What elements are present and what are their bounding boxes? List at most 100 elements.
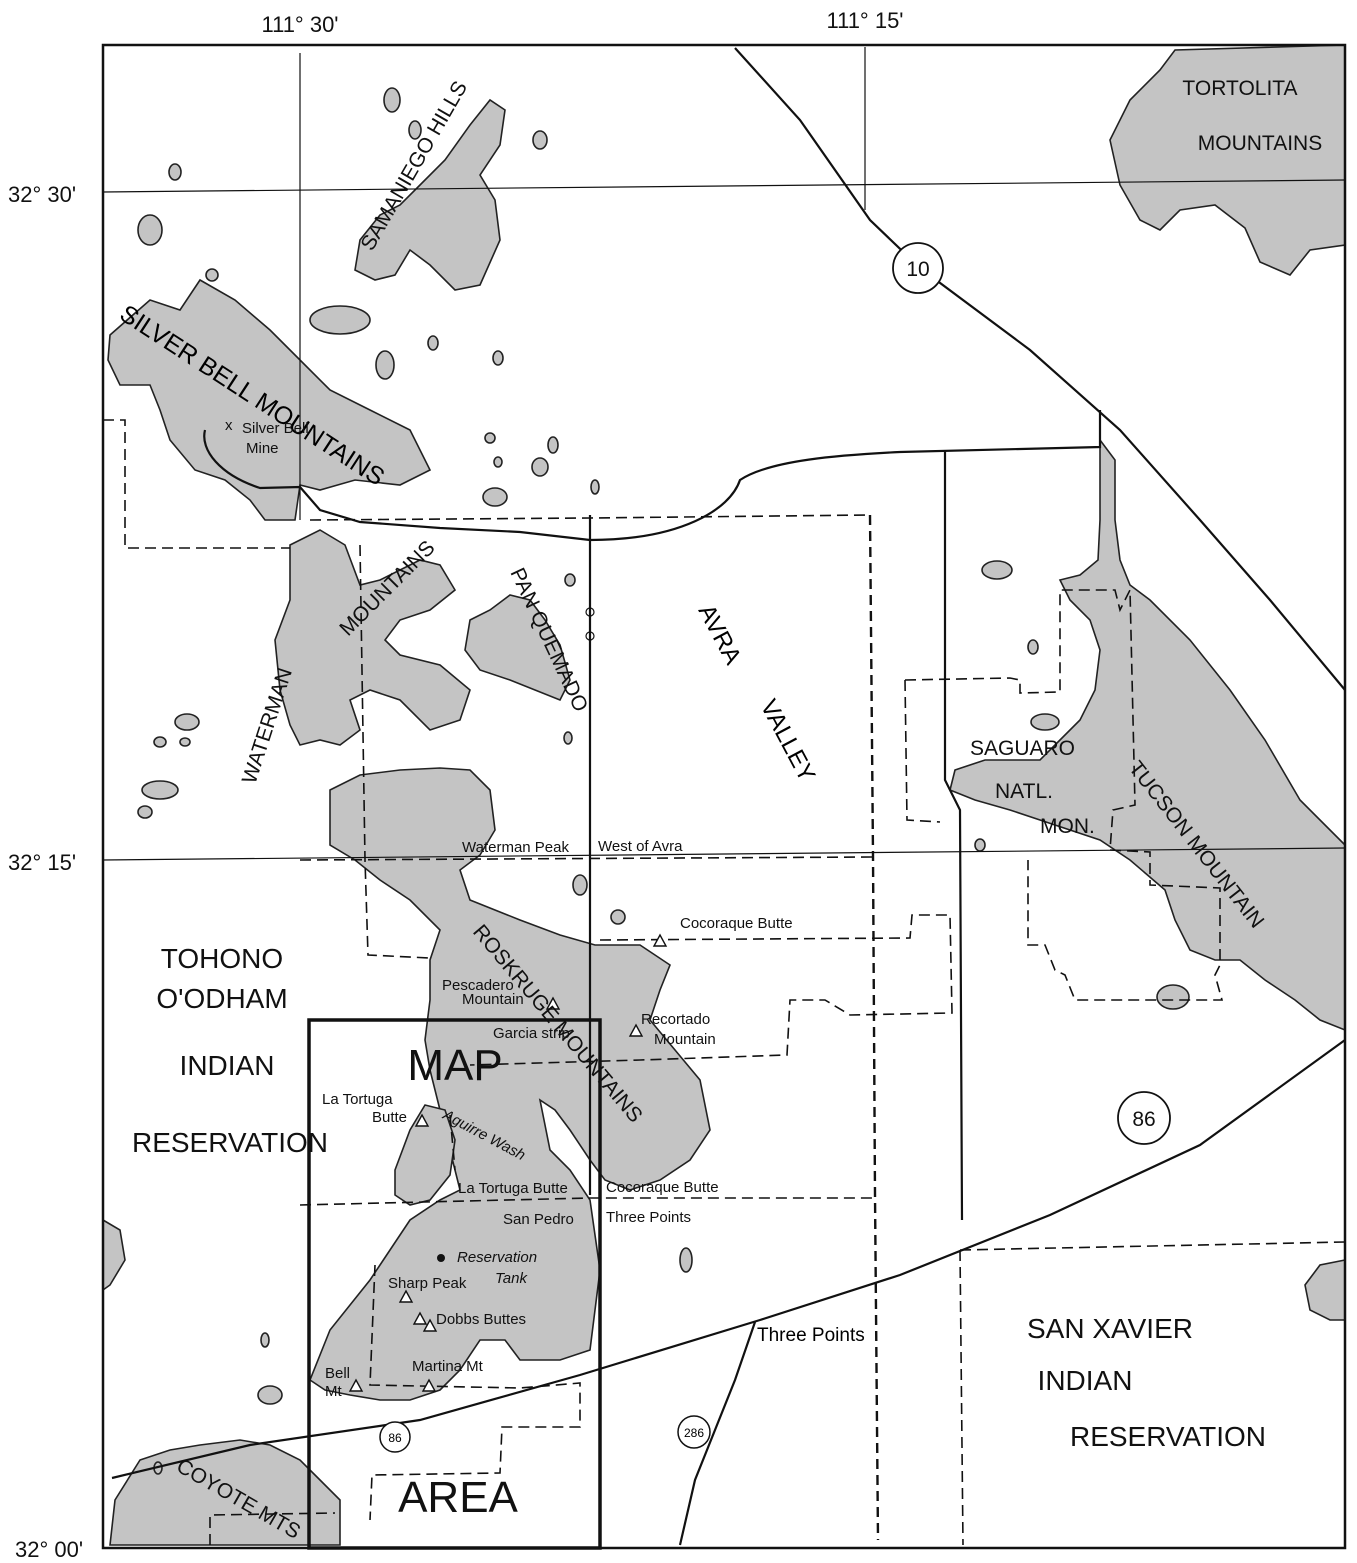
- saguaro-label-1: SAGUARO: [970, 737, 1075, 760]
- tortolita-label-2: MOUNTAINS: [1198, 132, 1322, 155]
- peak-icon: [422, 1318, 438, 1332]
- hill: [1027, 639, 1039, 655]
- lat-label-bottom: 32° 00': [15, 1537, 83, 1562]
- recortado-label-2: Mountain: [654, 1031, 716, 1048]
- map-area-label-1: MAP: [407, 1041, 502, 1090]
- tortolita-mountains: [1109, 44, 1346, 276]
- cocoraque-butte-label: Cocoraque Butte: [680, 915, 793, 932]
- mountain-areas: [102, 44, 1346, 1546]
- peak-icon: [348, 1378, 364, 1392]
- well-marker-icon: [585, 631, 595, 641]
- three-points-quad-label: Three Points: [606, 1209, 691, 1226]
- hill: [257, 1385, 283, 1405]
- silver-bell-mountains: [107, 278, 432, 521]
- hwy-86-shield-icon: [1117, 1091, 1171, 1145]
- la-tortuga-butte-quad-label: La Tortuga Butte: [458, 1180, 568, 1197]
- san-xavier-label-1: SAN XAVIER: [1027, 1313, 1193, 1344]
- roskruge-mountains: [309, 767, 711, 1401]
- hill: [484, 432, 496, 444]
- map-area-label-2: AREA: [398, 1473, 518, 1522]
- hwy-86-small-shield-icon: [379, 1421, 411, 1453]
- hill: [427, 335, 439, 351]
- road-i10: [734, 47, 1346, 691]
- hwy-86-small-label: 86: [388, 1431, 402, 1445]
- pescadero-label-2: Mountain: [462, 991, 524, 1008]
- lat-label-mid: 32° 15': [8, 850, 76, 875]
- sharp-peak-label: Sharp Peak: [388, 1275, 467, 1292]
- hill: [137, 805, 153, 819]
- peak-icon: [398, 1289, 414, 1303]
- pan-quemado: [464, 594, 571, 702]
- waterman-label-1: WATERMAN: [238, 665, 297, 786]
- mine-x-icon: x: [225, 417, 233, 434]
- coordinate-grid: [102, 47, 1346, 861]
- tohono-label-1: TOHONO: [161, 943, 283, 974]
- hill: [679, 1247, 693, 1273]
- left-edge-hill: [102, 1218, 126, 1292]
- silver-bell-mine-label-2: Mine: [246, 440, 279, 457]
- la-tortuga-butte-hill: [394, 1104, 456, 1206]
- hill: [174, 713, 200, 731]
- hill: [610, 909, 626, 925]
- martina-mt-label: Martina Mt: [412, 1358, 484, 1375]
- hill: [383, 87, 401, 113]
- san-pedro-label: San Pedro: [503, 1211, 574, 1228]
- hill: [493, 456, 503, 468]
- garcia-strip-label: Garcia strip: [493, 1025, 570, 1042]
- hwy-286-shield-icon: [677, 1415, 711, 1449]
- road-286: [678, 1321, 757, 1546]
- san-xavier-label-2: INDIAN: [1038, 1365, 1133, 1396]
- road-avra-valley: [203, 410, 1102, 542]
- road-86: [111, 1039, 1346, 1480]
- hill: [981, 560, 1013, 580]
- hill: [137, 214, 163, 246]
- hill: [375, 350, 395, 380]
- hill: [547, 436, 559, 454]
- right-edge-hills: [1304, 1259, 1346, 1321]
- lon-label-left: 111° 30': [261, 12, 338, 37]
- tucson-mountains: [949, 437, 1346, 1032]
- peak-icon: [412, 1311, 428, 1325]
- saguaro-label-3: MON.: [1040, 815, 1095, 838]
- reservation-tank-label-1: Reservation: [457, 1249, 537, 1266]
- hill: [572, 874, 588, 896]
- hill: [564, 573, 576, 587]
- saguaro-label-2: NATL.: [995, 780, 1053, 803]
- la-tortuga-butte-label-2: Butte: [372, 1109, 407, 1126]
- bell-mt-label-1: Bell: [325, 1365, 350, 1382]
- road-saguaro-west: [943, 450, 964, 1221]
- hwy-10-shield-icon: [892, 242, 944, 294]
- avra-label-1: AVRA: [693, 600, 747, 669]
- hill: [1030, 713, 1060, 731]
- three-points-town-label: Three Points: [757, 1325, 865, 1346]
- hill: [563, 731, 573, 745]
- hill: [482, 487, 508, 507]
- tohono-label-4: RESERVATION: [132, 1127, 328, 1158]
- lon-label-right: 111° 15': [826, 8, 903, 33]
- cocoraque-butte-quad-label: Cocoraque Butte: [606, 1179, 719, 1196]
- hill: [974, 838, 986, 852]
- peak-icon: [652, 933, 668, 947]
- reservation-tank-label-2: Tank: [495, 1270, 528, 1287]
- dobbs-buttes-label: Dobbs Buttes: [436, 1311, 526, 1328]
- hill: [168, 163, 182, 181]
- hill: [408, 120, 422, 140]
- waterman-mountains: [274, 529, 471, 746]
- hwy-86-label: 86: [1132, 1108, 1155, 1131]
- hill: [309, 305, 371, 335]
- hill: [141, 780, 179, 800]
- hill: [492, 350, 504, 366]
- west-of-avra-label: West of Avra: [598, 838, 683, 855]
- hill: [1156, 984, 1190, 1010]
- la-tortuga-butte-label-1: La Tortuga: [322, 1091, 393, 1108]
- peak-icon: [628, 1023, 644, 1037]
- pescadero-label-1: Pescadero: [442, 977, 514, 994]
- silver-bell-mine-label-1: Silver Bell: [242, 420, 309, 437]
- peak-icon: [421, 1378, 437, 1392]
- recortado-label-1: Recortado: [641, 1011, 710, 1028]
- well-marker-icon: [585, 607, 595, 617]
- peak-markers: [348, 607, 668, 1392]
- tank-marker-icon: [437, 1254, 445, 1262]
- san-xavier-label-3: RESERVATION: [1070, 1421, 1266, 1452]
